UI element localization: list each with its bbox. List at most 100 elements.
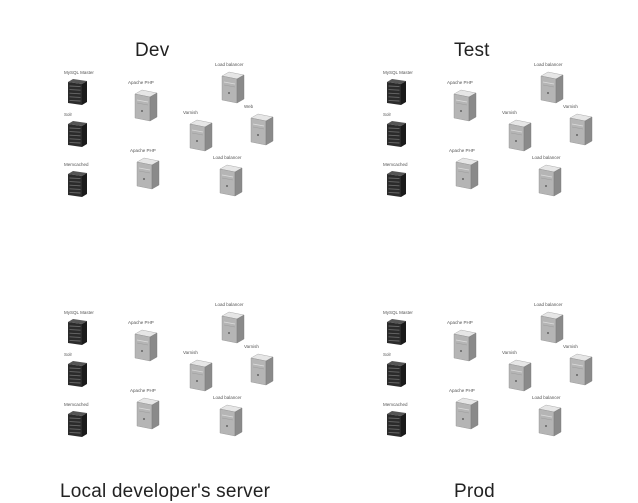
server-node: Solr	[383, 112, 417, 154]
server-label: Varnish	[563, 344, 578, 349]
server-node: MySQL Master	[383, 70, 417, 112]
server-tower-icon	[136, 157, 160, 190]
server-label: Varnish	[502, 350, 517, 355]
environment-title: Local developer's server	[60, 481, 271, 502]
server-label: MySQL Master	[64, 70, 94, 75]
server-node: Load balancer	[215, 62, 249, 104]
server-tower-icon	[569, 353, 593, 386]
server-node: Memcached	[64, 162, 98, 204]
server-node: Load balancer	[534, 302, 568, 344]
server-rack-icon	[387, 411, 406, 437]
server-node: Memcached	[64, 402, 98, 444]
server-rack-icon	[68, 171, 87, 197]
server-node: Varnish	[502, 350, 536, 392]
server-label: Solr	[64, 352, 73, 357]
server-label: Load balancer	[534, 62, 563, 67]
server-node: Varnish	[563, 104, 597, 146]
server-node: Apache PHP	[130, 148, 164, 190]
server-label: MySQL Master	[383, 310, 413, 315]
server-label: Solr	[383, 352, 392, 357]
server-tower-icon	[250, 113, 274, 146]
server-label: Solr	[383, 112, 392, 117]
server-tower-icon	[540, 71, 564, 104]
server-tower-icon	[134, 329, 158, 362]
server-label: Varnish	[563, 104, 578, 109]
server-node: Load balancer	[534, 62, 568, 104]
server-rack-icon	[387, 319, 406, 345]
server-rack-icon	[68, 361, 87, 387]
server-node: Apache PHP	[128, 320, 162, 362]
server-node: Apache PHP	[447, 80, 481, 122]
server-tower-icon	[219, 404, 243, 437]
server-rack-icon	[387, 121, 406, 147]
server-label: Memcached	[64, 162, 89, 167]
server-label: Varnish	[183, 110, 198, 115]
server-label: Load balancer	[215, 62, 244, 67]
server-tower-icon	[508, 359, 532, 392]
server-label: Varnish	[502, 110, 517, 115]
server-label: Load balancer	[215, 302, 244, 307]
server-tower-icon	[221, 71, 245, 104]
server-node: Apache PHP	[449, 148, 483, 190]
server-label: Apache PHP	[128, 320, 154, 325]
server-label: MySQL Master	[383, 70, 413, 75]
server-node: Solr	[383, 352, 417, 394]
server-tower-icon	[219, 164, 243, 197]
server-tower-icon	[540, 311, 564, 344]
server-node: Load balancer	[213, 395, 247, 437]
server-node: Memcached	[383, 162, 417, 204]
server-node: MySQL Master	[64, 70, 98, 112]
server-node: Varnish	[183, 350, 217, 392]
server-label: Memcached	[383, 162, 408, 167]
server-label: Load balancer	[213, 395, 242, 400]
server-label: Memcached	[64, 402, 89, 407]
environment-title: Dev	[135, 40, 170, 61]
server-node: Load balancer	[215, 302, 249, 344]
server-tower-icon	[250, 353, 274, 386]
environment-title: Test	[454, 40, 490, 61]
server-rack-icon	[68, 411, 87, 437]
server-rack-icon	[68, 79, 87, 105]
server-label: MySQL Master	[64, 310, 94, 315]
server-tower-icon	[538, 164, 562, 197]
server-node: Apache PHP	[447, 320, 481, 362]
server-node: Memcached	[383, 402, 417, 444]
server-label: Load balancer	[532, 155, 561, 160]
server-label: Varnish	[244, 344, 259, 349]
server-rack-icon	[68, 121, 87, 147]
server-tower-icon	[136, 397, 160, 430]
server-node: Solr	[64, 352, 98, 394]
server-node: Load balancer	[532, 155, 566, 197]
server-node: Load balancer	[532, 395, 566, 437]
server-label: Apache PHP	[447, 80, 473, 85]
server-rack-icon	[68, 319, 87, 345]
server-label: Load balancer	[532, 395, 561, 400]
server-node: Web	[244, 104, 278, 146]
server-label: Apache PHP	[449, 388, 475, 393]
server-node: Load balancer	[213, 155, 247, 197]
server-tower-icon	[569, 113, 593, 146]
server-label: Memcached	[383, 402, 408, 407]
server-node: Varnish	[244, 344, 278, 386]
server-tower-icon	[455, 397, 479, 430]
server-tower-icon	[189, 119, 213, 152]
server-node: MySQL Master	[383, 310, 417, 352]
server-label: Apache PHP	[447, 320, 473, 325]
server-label: Load balancer	[534, 302, 563, 307]
server-node: Varnish	[183, 110, 217, 152]
server-tower-icon	[453, 329, 477, 362]
server-tower-icon	[538, 404, 562, 437]
server-node: Solr	[64, 112, 98, 154]
environment-title: Prod	[454, 481, 495, 502]
server-node: MySQL Master	[64, 310, 98, 352]
server-tower-icon	[508, 119, 532, 152]
server-node: Apache PHP	[449, 388, 483, 430]
server-rack-icon	[387, 171, 406, 197]
server-node: Apache PHP	[128, 80, 162, 122]
server-label: Load balancer	[213, 155, 242, 160]
server-tower-icon	[455, 157, 479, 190]
